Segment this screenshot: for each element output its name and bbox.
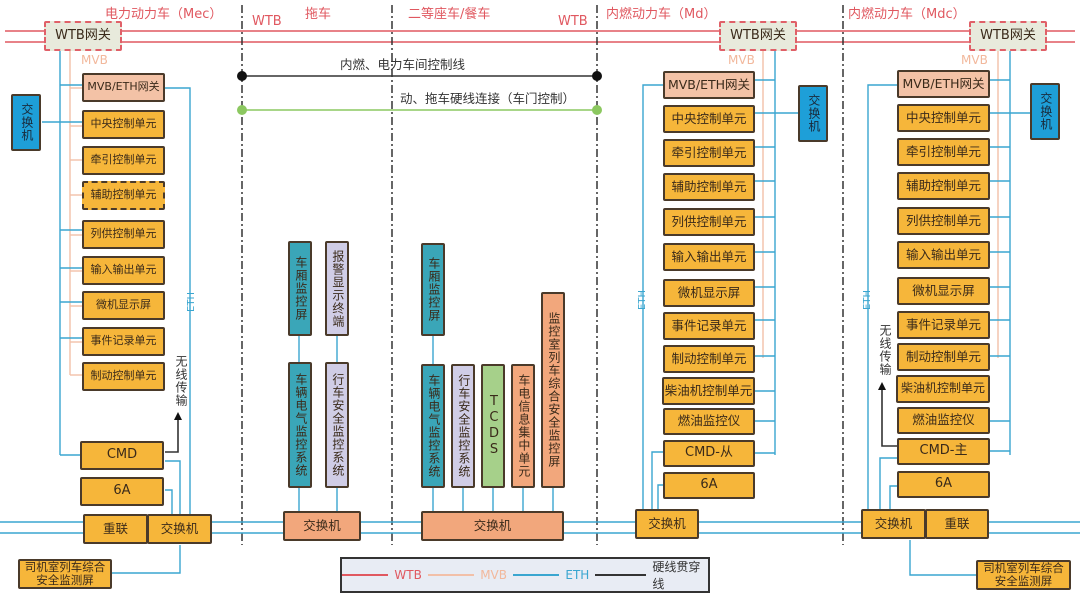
legend-mvb-label: MVB [480, 568, 507, 582]
mec-unit: 输入输出单元 [82, 256, 165, 285]
mdc-unit: 事件记录单元 [897, 311, 990, 339]
mvb-label-mec: MVB [81, 53, 108, 67]
legend-eth-label: ETH [565, 568, 590, 582]
wireless-label-mdc: 无线传输 [878, 324, 892, 376]
second-tcds: TCDS [481, 364, 505, 488]
mdc-unit: 辅助控制单元 [897, 172, 990, 200]
section-title-trailer: 拖车 [305, 7, 332, 22]
md-unit: 燃油监控仪 [663, 408, 755, 435]
md-unit: 中央控制单元 [663, 105, 755, 133]
mec-unit: MVB/ETH网关 [82, 73, 165, 102]
legend-eth-line [512, 574, 560, 576]
legend-mvb-line [427, 574, 475, 576]
mec-driver-screen: 司机室列车综合安全监测屏 [18, 559, 112, 589]
mec-unit: 中央控制单元 [82, 110, 165, 139]
md-unit: 输入输出单元 [663, 243, 755, 271]
eth-label-mec: ETH [186, 292, 197, 312]
md-switch: 交换机 [635, 509, 699, 539]
eth-label-mdc: ETH [862, 290, 873, 310]
wtb-label-right: WTB [558, 14, 588, 29]
wireless-label-mec: 无线传输 [174, 355, 188, 407]
mdc-unit: 输入输出单元 [897, 241, 990, 269]
second-info-unit: 车电信息集中单元 [511, 364, 535, 488]
mdc-side-switch: 交换机 [1030, 83, 1060, 140]
md-unit: 牵引控制单元 [663, 139, 755, 167]
mec-unit: 制动控制单元 [82, 362, 165, 391]
legend-wtb-line [342, 574, 389, 576]
md-cmd: CMD-从 [663, 440, 755, 467]
mdc-cmd: CMD-主 [897, 438, 990, 465]
mec-unit: 牵引控制单元 [82, 146, 165, 175]
mec-unit: 微机显示屏 [82, 291, 165, 320]
mdc-6a: 6A [897, 471, 990, 498]
legend-hardwire-line [595, 574, 647, 576]
section-title-mec: 电力动力车（Mec） [105, 7, 223, 22]
second-room-screen: 监控室列车综合安全监控屏 [541, 292, 565, 488]
second-cabin-screen: 车厢监控屏 [421, 243, 445, 336]
section-title-second-class: 二等座车/餐车 [408, 7, 491, 22]
second-safety-monitor: 行车安全监控系统 [451, 364, 475, 488]
legend-wtb-label: WTB [394, 568, 422, 582]
mec-cmd: CMD [80, 441, 164, 470]
md-unit: 辅助控制单元 [663, 173, 755, 201]
mdc-unit: 微机显示屏 [897, 277, 990, 305]
mdc-driver-screen: 司机室列车综合安全监测屏 [976, 560, 1071, 590]
md-unit: 事件记录单元 [663, 312, 755, 340]
mdc-switch: 交换机 [861, 509, 926, 539]
md-unit: 列供控制单元 [663, 208, 755, 236]
md-unit: MVB/ETH网关 [663, 71, 755, 99]
mvb-label-md: MVB [728, 53, 755, 67]
second-elec-monitor: 车辆电气监控系统 [421, 364, 445, 488]
mdc-unit: 制动控制单元 [897, 343, 990, 371]
hardwire-label: 动、拖车硬线连接（车门控制） [400, 91, 576, 106]
trailer-cabin-screen: 车厢监控屏 [288, 241, 312, 336]
mdc-coupling: 重联 [925, 509, 989, 539]
mec-6a: 6A [80, 477, 164, 506]
eth-label-md: ETH [637, 290, 648, 310]
second-switch: 交换机 [421, 511, 564, 541]
legend-hardwire-label: 硬线贯穿线 [652, 560, 701, 591]
car-dividers [241, 5, 844, 545]
trailer-elec-monitor: 车辆电气监控系统 [288, 362, 312, 488]
section-title-md: 内燃动力车（Md） [606, 7, 717, 22]
mdc-unit: 列供控制单元 [897, 207, 990, 235]
mdc-unit: 中央控制单元 [897, 104, 990, 132]
md-unit: 微机显示屏 [663, 279, 755, 307]
mec-unit: 辅助控制单元 [82, 181, 165, 210]
mdc-wtb-gateway: WTB网关 [969, 21, 1047, 51]
mec-coupling: 重联 [83, 514, 148, 544]
mvb-label-mdc: MVB [961, 53, 988, 67]
trailer-switch: 交换机 [283, 511, 361, 541]
mec-wtb-gateway: WTB网关 [44, 21, 122, 51]
mdc-unit: MVB/ETH网关 [897, 70, 990, 98]
trailer-safety-monitor: 行车安全监控系统 [325, 362, 349, 488]
mec-unit: 列供控制单元 [82, 220, 165, 249]
md-6a: 6A [663, 472, 755, 499]
mdc-unit: 牵引控制单元 [897, 138, 990, 166]
section-title-mdc: 内燃动力车（Mdc） [848, 7, 966, 22]
mec-switch: 交换机 [147, 514, 212, 544]
trailer-alarm-terminal: 报警显示终端 [325, 241, 349, 336]
md-unit: 柴油机控制单元 [662, 377, 755, 405]
md-side-switch: 交换机 [798, 85, 828, 142]
md-unit: 制动控制单元 [663, 345, 755, 373]
wtb-bus [5, 30, 1075, 43]
control-line-label: 内燃、电力车间控制线 [340, 57, 466, 72]
legend: WTB MVB ETH 硬线贯穿线 [340, 557, 710, 593]
mdc-unit: 燃油监控仪 [897, 407, 990, 434]
mec-side-switch: 交换机 [11, 94, 41, 151]
wtb-label-left: WTB [252, 14, 282, 29]
mec-unit: 事件记录单元 [82, 327, 165, 356]
md-wtb-gateway: WTB网关 [719, 21, 797, 51]
mdc-unit: 柴油机控制单元 [896, 375, 990, 403]
